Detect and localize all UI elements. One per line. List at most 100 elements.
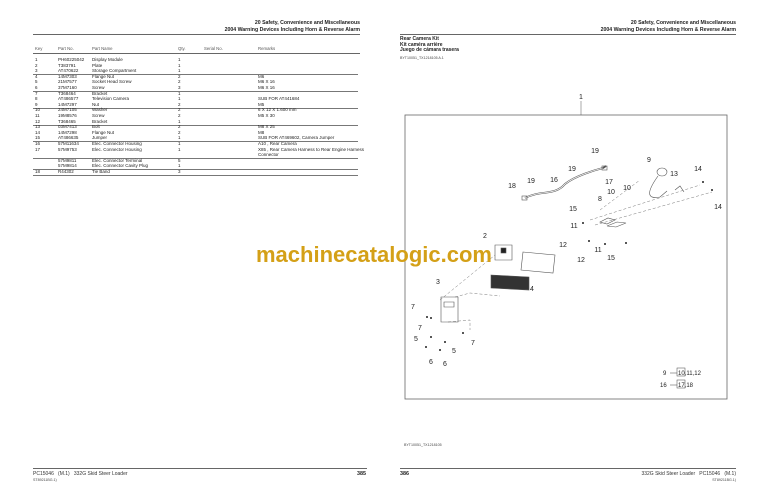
row-part-no: 57M9753 <box>58 146 77 152</box>
row-part-name: Washer <box>92 107 108 113</box>
callout-label: 10 <box>607 189 615 196</box>
row-part-name: Flange Nut <box>92 73 115 79</box>
callout-label: 6 <box>443 361 447 368</box>
callout-label: 1 <box>579 94 583 101</box>
table-header-rule <box>33 53 360 54</box>
legend-parent-2: 16 <box>660 383 667 389</box>
row-part-name: Elec. Connector Terminal <box>92 157 143 163</box>
row-key: 14 <box>35 129 41 135</box>
row-part-no: 14M7303 <box>58 73 77 79</box>
row-group-divider <box>33 141 358 142</box>
right-header-section: 20 Safety, Convenience and Miscellaneous <box>630 20 736 26</box>
left-header-section: 20 Safety, Convenience and Miscellaneous <box>254 20 360 26</box>
callout-label: 7 <box>418 325 422 332</box>
row-group-divider <box>33 74 358 75</box>
row-qty: 1 <box>178 135 181 141</box>
row-part-no: AT486577 <box>58 96 79 102</box>
kit-title: Rear Camera Kit Kit caméra arrière Juego… <box>400 36 459 54</box>
footer-doc: PC15046 <box>699 471 721 477</box>
hardware-dots <box>425 181 713 351</box>
callout-label: 7 <box>471 340 475 347</box>
row-remarks: A10 , Rear Camera <box>258 141 297 146</box>
legend-parent-1: 9 <box>663 371 667 377</box>
plate <box>520 251 556 274</box>
row-qty: 1 <box>178 68 181 74</box>
left-page-number: 385 <box>357 471 366 477</box>
row-part-name: Display Module <box>92 57 123 62</box>
row-group-divider <box>33 107 358 109</box>
row-part-no: T368465 <box>58 118 76 124</box>
row-remarks: M6 X 16 <box>258 79 275 85</box>
right-footer-code: ST89211BG.1) <box>712 478 736 482</box>
row-qty: 1 <box>178 146 181 152</box>
row-qty: 2 <box>178 129 181 135</box>
row-remarks: X85 , Rear Camera Harness to Rear Engine… <box>258 146 365 152</box>
row-part-name: Tie Band <box>92 169 110 174</box>
display-connector <box>500 247 507 254</box>
row-group-divider <box>33 158 358 159</box>
row-part-name: Screw <box>92 85 105 90</box>
storage-compartment <box>490 274 530 291</box>
col-part-name: Part Name <box>92 46 113 51</box>
row-qty: 1 <box>178 118 181 124</box>
row-part-no: 21M7577 <box>58 79 77 85</box>
left-footer-doc: PC15046 (M.1) 332G Skid Steer Loader <box>33 471 128 477</box>
row-key: 18 <box>35 169 41 174</box>
row-qty: 1 <box>178 141 181 146</box>
right-page-number: 386 <box>400 471 409 477</box>
right-header: 20 Safety, Convenience and Miscellaneous… <box>436 20 736 33</box>
right-footer-rule <box>400 468 736 470</box>
callout-label: 9 <box>647 157 651 164</box>
row-remarks: Connector <box>258 152 279 158</box>
row-part-name: Bolt <box>92 124 100 130</box>
row-key: 8 <box>35 96 38 102</box>
kit-title-en: Rear Camera Kit <box>400 36 439 42</box>
row-part-no: PH60225042 <box>58 57 85 62</box>
col-qty: Qty. <box>178 46 186 51</box>
diagram-legend: 9 10,11,12 16 17,18 <box>660 367 702 389</box>
row-qty: 2 <box>178 124 181 130</box>
row-part-name: Plate <box>92 62 103 68</box>
row-key: 2 <box>35 62 38 68</box>
row-remarks: M6 X 16 <box>258 85 275 90</box>
callout-label: 12 <box>577 257 585 264</box>
row-part-no: 14M7298 <box>58 129 77 135</box>
callout-label: 17 <box>605 179 613 186</box>
row-part-no: 19M8576 <box>58 113 77 118</box>
col-remarks: Remarks <box>258 46 276 51</box>
right-header-title: 2004 Warning Devices Including Horn & Re… <box>600 26 736 33</box>
callout-label: 19 <box>568 166 576 173</box>
row-key: 3 <box>35 68 38 74</box>
row-qty: 1 <box>178 62 181 68</box>
row-key: 13 <box>35 124 41 130</box>
row-remarks: M8 X 25 <box>258 124 275 130</box>
row-qty: 5 <box>178 157 181 163</box>
callout-label: 11 <box>570 223 577 230</box>
row-remarks: M8 <box>258 129 265 135</box>
row-key: 12 <box>35 118 41 124</box>
callout-label: 18 <box>508 183 516 190</box>
callout-label: 12 <box>559 242 567 249</box>
callout-label: 11 <box>594 247 601 254</box>
diagram-frame <box>404 114 728 400</box>
row-group-divider <box>33 169 358 170</box>
footer-model: 332G Skid Steer Loader <box>641 471 696 477</box>
callout-label: 7 <box>411 304 415 311</box>
bracket-13 <box>674 185 685 193</box>
callout-label: 16 <box>550 177 558 184</box>
footer-rev: (M.1) <box>58 471 70 477</box>
row-part-name: Bracket <box>92 118 108 124</box>
row-part-name: Elec. Connector Cavity Plug <box>92 163 149 169</box>
watermark: machinecatalogic.com <box>256 242 492 267</box>
col-key: Key <box>35 46 43 51</box>
row-key: 9 <box>35 101 38 107</box>
row-key: 5 <box>35 79 38 85</box>
row-qty: 2 <box>178 107 181 113</box>
